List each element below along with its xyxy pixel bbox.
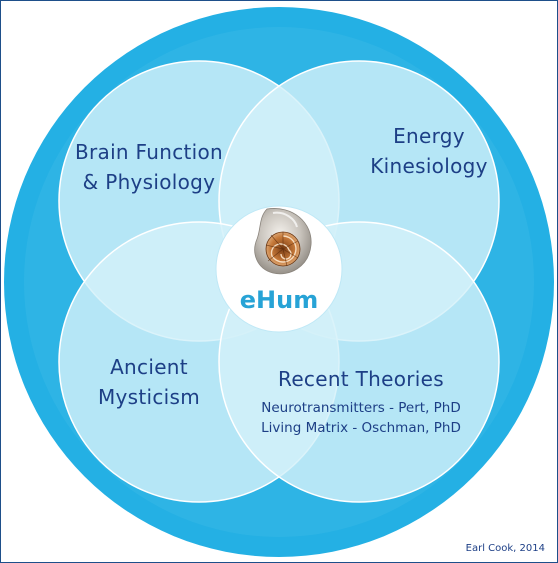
center-label: eHum [239,286,319,314]
ancient-line2: Mysticism [97,385,201,409]
lobe-label-energy-kinesiology: Energy Kinesiology [339,121,519,181]
nautilus-shell-icon [254,208,312,275]
lobe-label-brain-function: Brain Function & Physiology [59,137,239,197]
energy-line2: Kinesiology [370,154,488,178]
ancient-line1: Ancient [110,355,188,379]
brain-function-line1: Brain Function [74,140,224,164]
recent-theories-title: Recent Theories [278,367,444,391]
lobe-label-recent-theories: Recent Theories Neurotransmitters - Pert… [241,364,481,438]
credit-text: Earl Cook, 2014 [465,543,545,554]
recent-theories-sub1: Neurotransmitters - Pert, PhD [261,400,461,416]
energy-line1: Energy [393,124,465,148]
recent-theories-sub2: Living Matrix - Oschman, PhD [261,420,461,436]
brain-function-line2: & Physiology [82,170,216,194]
lobe-label-ancient-mysticism: Ancient Mysticism [59,352,239,412]
